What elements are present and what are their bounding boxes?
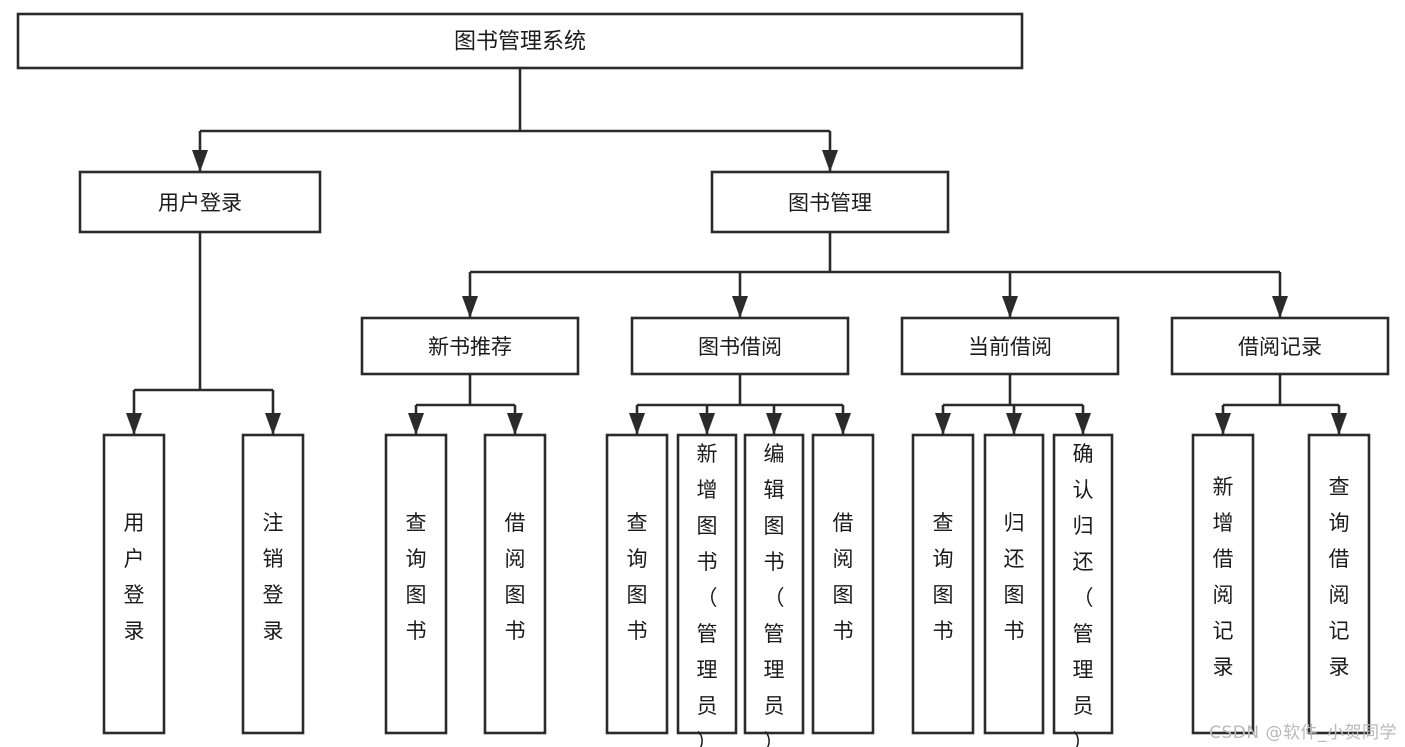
node-leaf-query-book-current-label: 查询图书 xyxy=(933,511,954,643)
node-new-book-recommend-label: 新书推荐 xyxy=(428,335,512,359)
node-leaf-confirm-return-admin-box xyxy=(1052,433,1114,735)
node-book-management-box xyxy=(710,170,950,234)
node-leaf-add-book-admin-label: 新增图书（管理员） xyxy=(697,442,718,747)
node-borrow-record[interactable]: 借阅记录 xyxy=(1170,316,1390,376)
node-leaf-logout-box xyxy=(241,433,305,735)
node-leaf-confirm-return-admin-label: 确认归还（管理员） xyxy=(1073,442,1094,747)
conn-nbr-to-leaves xyxy=(408,374,523,435)
node-leaf-edit-book-admin-label: 编辑图书（管理员） xyxy=(764,442,785,747)
node-book-borrow-box xyxy=(630,316,850,376)
node-leaf-query-book-rec[interactable]: 查询图书 xyxy=(384,433,448,735)
node-borrow-record-label: 借阅记录 xyxy=(1238,335,1322,359)
node-leaf-return-book-box xyxy=(983,433,1045,735)
node-leaf-add-borrow-record-label: 新增借阅记录 xyxy=(1213,475,1234,679)
node-leaf-query-borrow-record-label: 查询借阅记录 xyxy=(1329,475,1350,679)
node-leaf-add-borrow-record-box xyxy=(1191,433,1255,735)
node-book-borrow-label: 图书借阅 xyxy=(698,335,782,359)
node-root-label: 图书管理系统 xyxy=(454,30,586,55)
node-leaf-borrow-book-rec[interactable]: 借阅图书 xyxy=(483,433,547,735)
node-leaf-user-login-box xyxy=(102,433,166,735)
node-leaf-query-book-current[interactable]: 查询图书 xyxy=(911,433,975,735)
node-leaf-borrow-book-rec-label: 借阅图书 xyxy=(505,511,526,643)
node-new-book-recommend[interactable]: 新书推荐 xyxy=(360,316,580,376)
node-user-login[interactable]: 用户登录 xyxy=(78,170,322,234)
node-leaf-return-book-label: 归还图书 xyxy=(1004,511,1025,643)
node-new-book-recommend-box xyxy=(360,316,580,376)
node-borrow-record-box xyxy=(1170,316,1390,376)
node-book-borrow[interactable]: 图书借阅 xyxy=(630,316,850,376)
conn-root-to-level2 xyxy=(192,68,838,172)
node-leaf-logout-label: 注销登录 xyxy=(263,511,284,643)
node-leaf-edit-book-admin-box xyxy=(743,433,805,735)
node-leaf-borrow-book[interactable]: 借阅图书 xyxy=(811,433,875,735)
conn-bb-to-leaves xyxy=(629,374,851,435)
node-leaf-borrow-book-box xyxy=(811,433,875,735)
node-leaf-query-book-borrow[interactable]: 查询图书 xyxy=(605,433,669,735)
node-leaf-add-book-admin[interactable]: 新增图书（管理员） xyxy=(676,433,738,747)
node-leaf-logout[interactable]: 注销登录 xyxy=(241,433,305,735)
node-leaf-query-book-current-box xyxy=(911,433,975,735)
node-leaf-query-book-rec-box xyxy=(384,433,448,735)
node-leaf-return-book[interactable]: 归还图书 xyxy=(983,433,1045,735)
node-current-borrow[interactable]: 当前借阅 xyxy=(900,316,1120,376)
node-leaf-query-book-rec-label: 查询图书 xyxy=(406,511,427,643)
node-leaf-confirm-return-admin[interactable]: 确认归还（管理员） xyxy=(1052,433,1114,747)
node-user-login-box xyxy=(78,170,322,234)
node-root-box xyxy=(16,12,1024,70)
node-leaf-query-borrow-record-box xyxy=(1307,433,1371,735)
node-leaf-add-book-admin-box xyxy=(676,433,738,735)
node-leaf-borrow-book-rec-box xyxy=(483,433,547,735)
node-leaf-user-login[interactable]: 用户登录 xyxy=(102,433,166,735)
node-leaf-query-book-borrow-label: 查询图书 xyxy=(627,511,648,643)
conn-ul-to-leaves xyxy=(126,232,281,435)
node-layer: 图书管理系统用户登录图书管理新书推荐图书借阅当前借阅借阅记录用户登录注销登录查询… xyxy=(16,12,1390,747)
node-leaf-query-book-borrow-box xyxy=(605,433,669,735)
node-root[interactable]: 图书管理系统 xyxy=(16,12,1024,70)
connector-layer xyxy=(126,68,1347,435)
conn-bm-to-level3 xyxy=(462,232,1288,318)
conn-cb-to-leaves xyxy=(935,374,1091,435)
conn-br-to-leaves xyxy=(1215,374,1347,435)
node-leaf-user-login-label: 用户登录 xyxy=(124,511,145,643)
node-leaf-add-borrow-record[interactable]: 新增借阅记录 xyxy=(1191,433,1255,735)
node-leaf-edit-book-admin[interactable]: 编辑图书（管理员） xyxy=(743,433,805,747)
node-user-login-label: 用户登录 xyxy=(158,191,242,215)
node-book-management-label: 图书管理 xyxy=(788,191,872,215)
node-book-management[interactable]: 图书管理 xyxy=(710,170,950,234)
node-leaf-borrow-book-label: 借阅图书 xyxy=(833,511,854,643)
node-leaf-query-borrow-record[interactable]: 查询借阅记录 xyxy=(1307,433,1371,735)
node-current-borrow-box xyxy=(900,316,1120,376)
node-current-borrow-label: 当前借阅 xyxy=(968,335,1052,359)
